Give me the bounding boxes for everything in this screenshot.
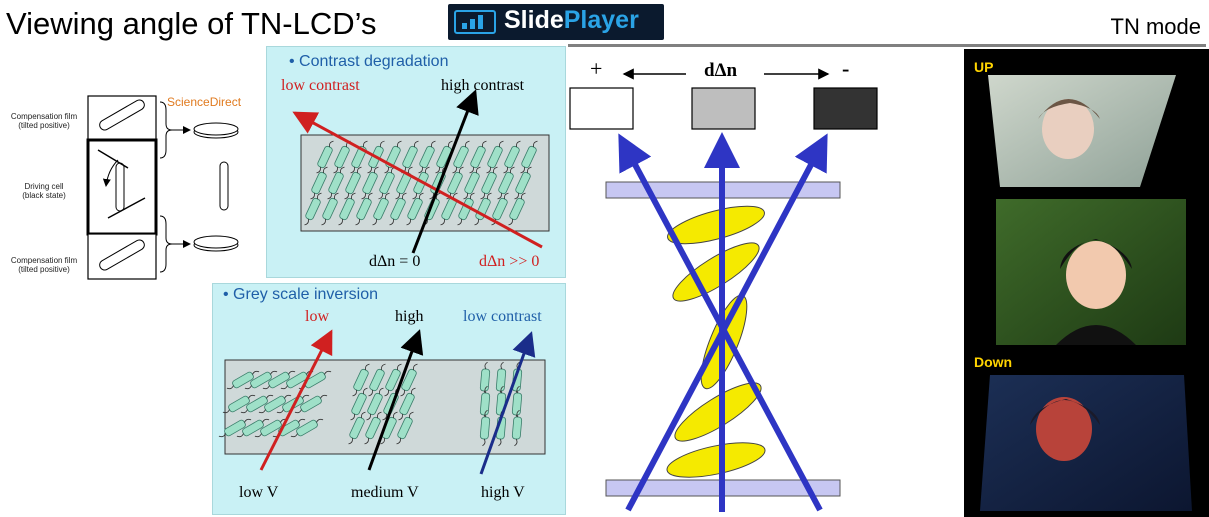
retardation-box-0 (569, 87, 634, 130)
header-divider (568, 44, 1206, 47)
high-v-label: high V (481, 484, 525, 501)
driving-cell-label: Driving cell(black state) (22, 182, 66, 200)
medium-v-label: medium V (351, 484, 419, 501)
compensation-diagram: Compensation film(tilted positive) Drivi… (0, 88, 265, 293)
compensation-drawing (86, 95, 239, 280)
grey-panel-title: • Grey scale inversion (223, 286, 378, 303)
dn-zero-label: dΔn = 0 (369, 253, 421, 270)
viewing-angle-photos: UP Down (964, 49, 1209, 517)
low-contrast-label: low contrast (281, 77, 360, 94)
sciencedirect-label: ScienceDirect (167, 95, 242, 109)
contrast-panel: • Contrast degradation low contrast high… (266, 46, 566, 278)
retardation-diagram: + dΔn - (566, 50, 896, 517)
plus-sign: + (590, 56, 603, 81)
low-v-label: low V (239, 484, 279, 501)
chart-logo-icon (454, 10, 496, 34)
high-label: high (395, 308, 424, 325)
dn-large-label: dΔn >> 0 (479, 253, 540, 270)
grey-panel: • Grey scale inversion low high low cont… (212, 283, 566, 515)
high-contrast-label: high contrast (441, 77, 525, 94)
photo-drawing (980, 75, 1192, 511)
top-film-label: Compensation film(tilted positive) (10, 112, 78, 130)
contrast-panel-title: • Contrast degradation (289, 53, 449, 70)
slideplayer-logo: SlidePlayer (448, 4, 664, 40)
up-label: UP (974, 59, 994, 75)
lc-cell-drawing (569, 68, 878, 512)
low-label: low (305, 308, 329, 325)
low-contrast-blue-label: low contrast (463, 308, 542, 325)
logo-text: SlidePlayer (504, 6, 639, 34)
dn-label: dΔn (704, 60, 738, 81)
down-label: Down (974, 354, 1013, 370)
minus-sign: - (842, 56, 850, 81)
retardation-box-1 (691, 87, 756, 130)
bottom-film-label: Compensation film(tilted positive) (10, 256, 78, 274)
mode-label: TN mode (1110, 14, 1201, 39)
retardation-box-2 (813, 87, 878, 130)
slide-title: Viewing angle of TN-LCD’s (6, 6, 377, 41)
grey-drawing (217, 329, 546, 475)
contrast-drawing (292, 89, 550, 254)
